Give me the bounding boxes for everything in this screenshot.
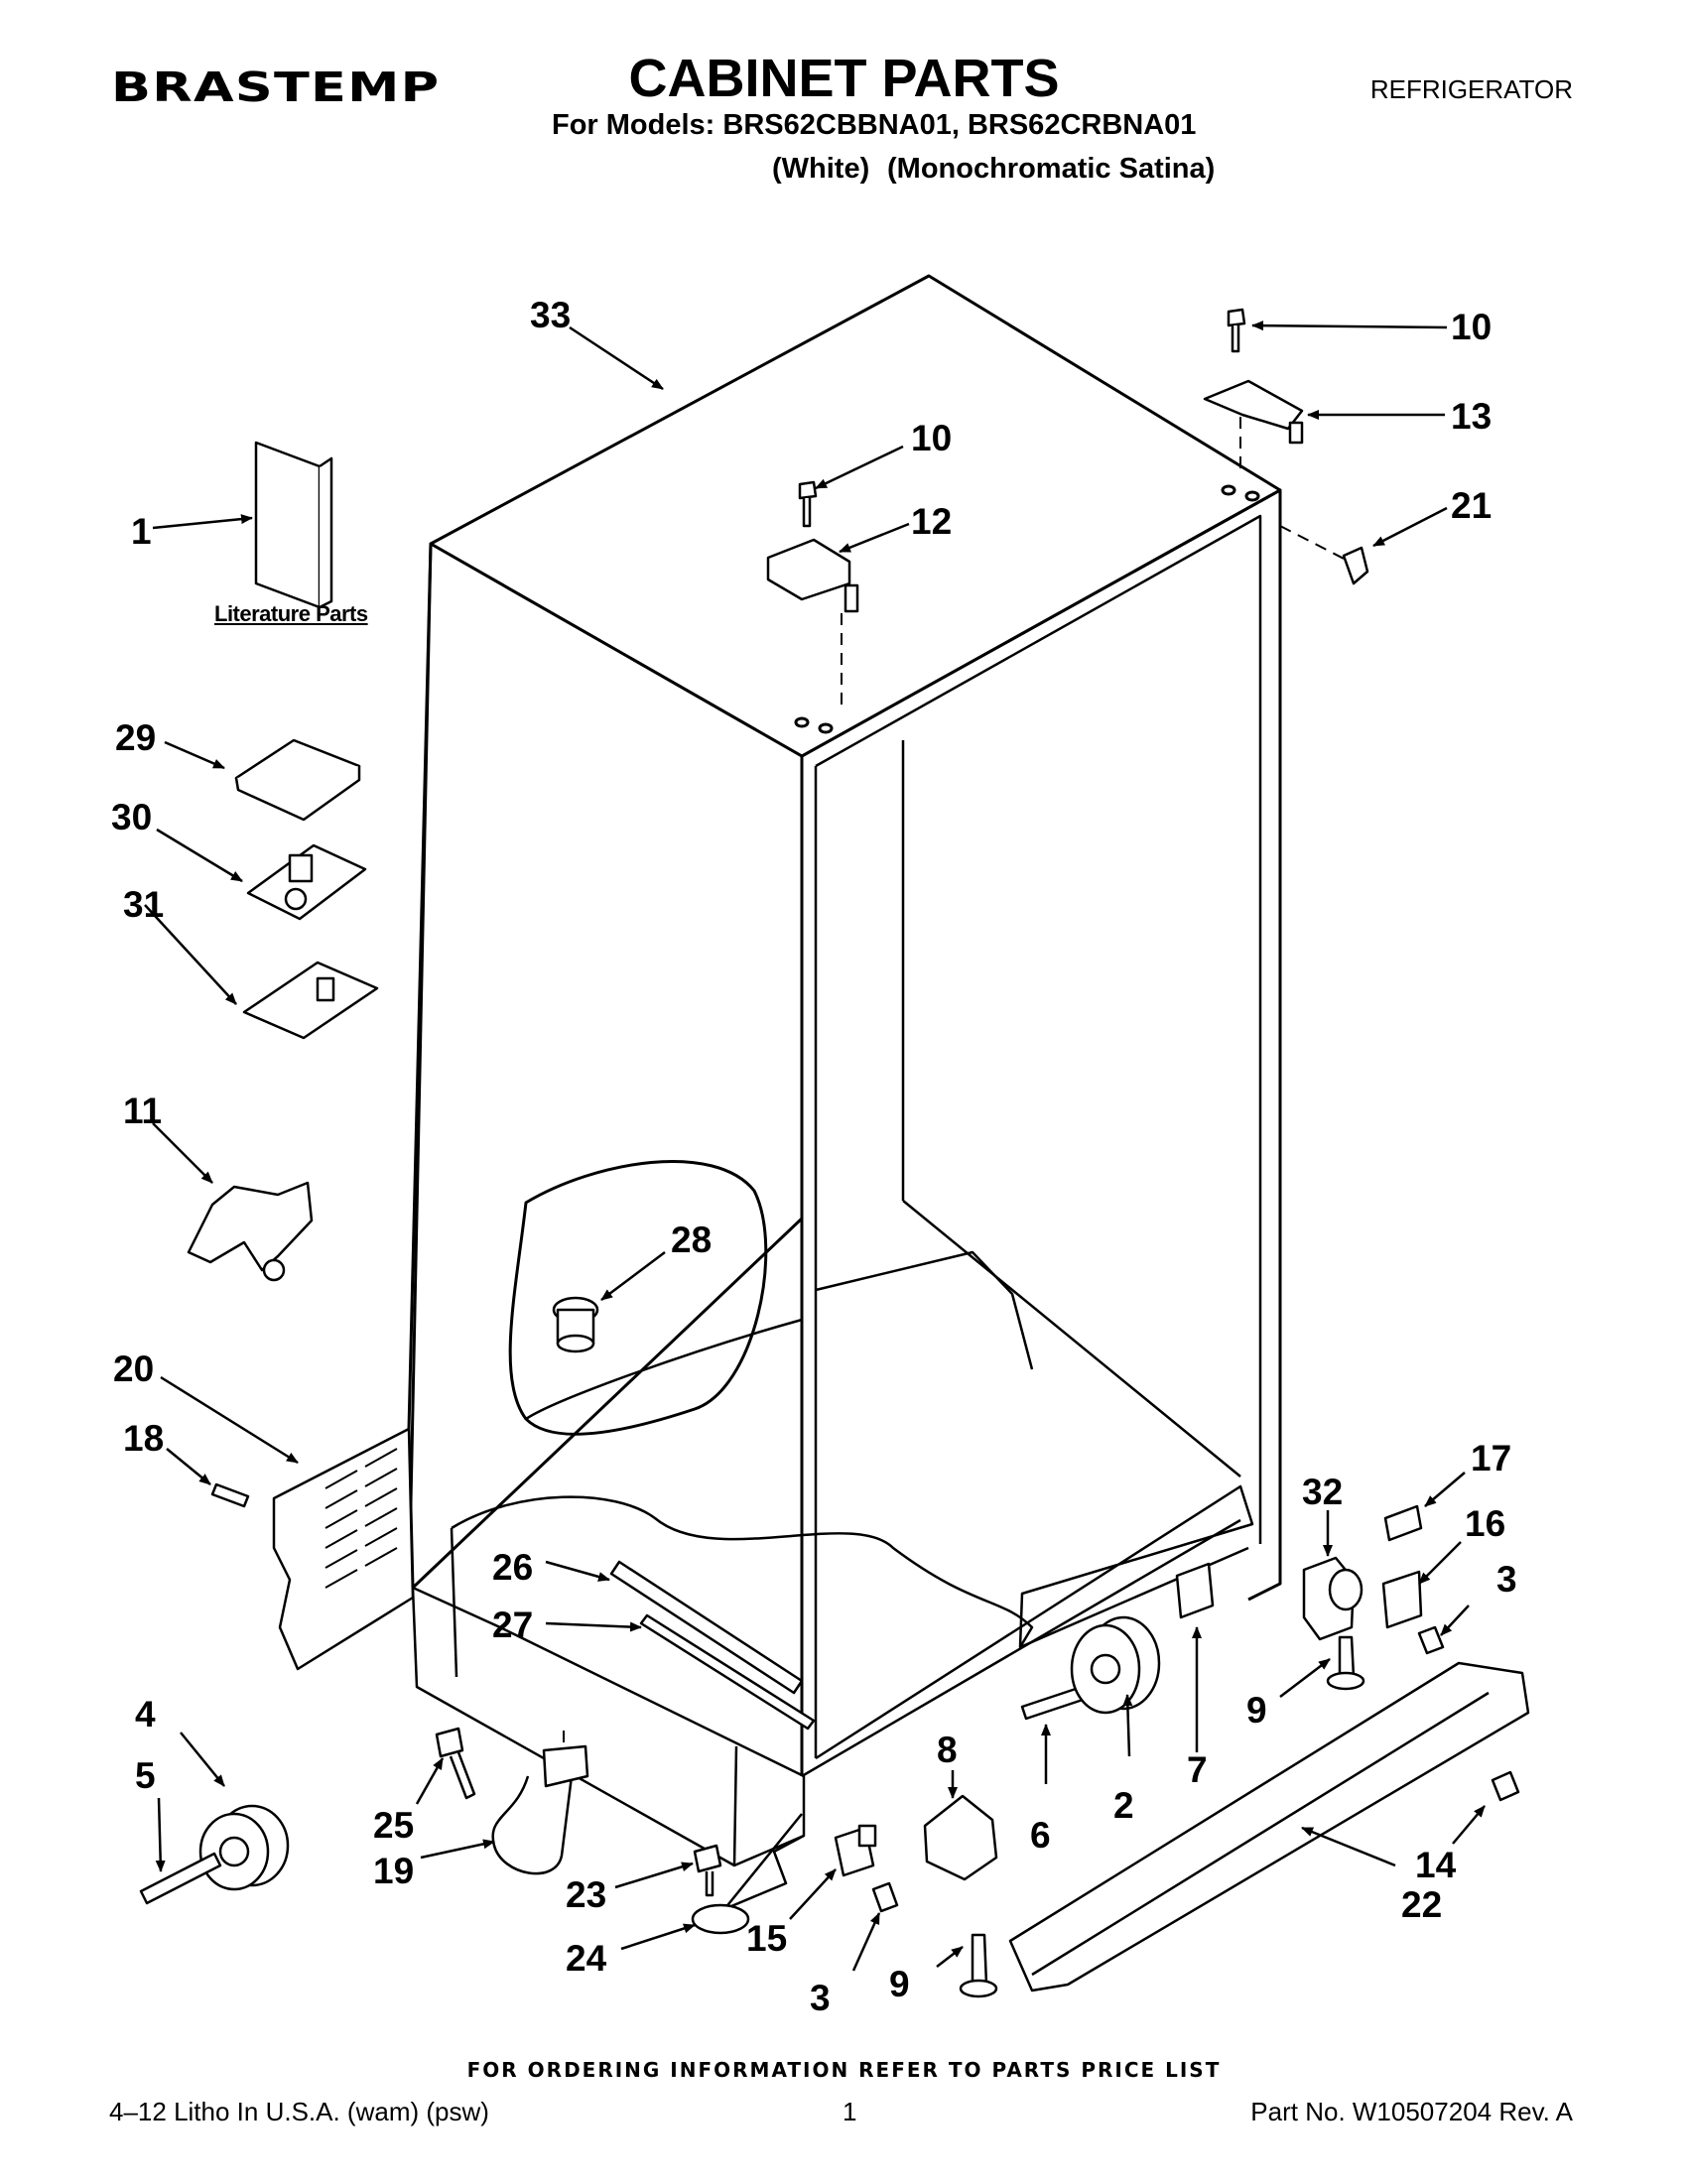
- callout-15: 15: [746, 1918, 787, 1959]
- callout-9-lower: 9: [889, 1964, 910, 2004]
- callout-13: 13: [1451, 396, 1492, 437]
- callout-numbers: 33 10 13 1 10 12 21 29 30 31 11 28 20 18…: [111, 295, 1517, 2018]
- callout-3-lower: 3: [810, 1978, 831, 2018]
- callout-32: 32: [1302, 1472, 1343, 1512]
- callout-3-right: 3: [1496, 1559, 1517, 1600]
- ordering-notice: FOR ORDERING INFORMATION REFER TO PARTS …: [466, 2058, 1222, 2082]
- callout-12: 12: [911, 501, 952, 542]
- callout-2: 2: [1113, 1785, 1134, 1826]
- callout-17: 17: [1471, 1438, 1511, 1478]
- litho-info: 4–12 Litho In U.S.A. (wam) (psw): [109, 2097, 489, 2126]
- callout-30: 30: [111, 797, 152, 837]
- callout-14: 14: [1415, 1845, 1457, 1885]
- callout-9-upper: 9: [1246, 1690, 1267, 1731]
- callout-29: 29: [115, 717, 156, 758]
- leader-lines: [144, 321, 1486, 1972]
- brand-logo: BRASTEMP: [111, 64, 441, 111]
- callout-4: 4: [135, 1694, 156, 1734]
- callout-6: 6: [1030, 1815, 1051, 1856]
- callout-7: 7: [1187, 1749, 1208, 1790]
- callout-20: 20: [113, 1349, 154, 1389]
- callout-23: 23: [566, 1874, 606, 1915]
- callout-19: 19: [373, 1851, 414, 1891]
- callout-27: 27: [492, 1605, 533, 1645]
- callout-28: 28: [671, 1220, 712, 1260]
- variant-satina: (Monochromatic Satina): [887, 153, 1216, 185]
- part-number: Part No. W10507204 Rev. A: [1250, 2097, 1573, 2126]
- callout-22: 22: [1401, 1884, 1442, 1925]
- callout-24: 24: [566, 1938, 607, 1979]
- callout-26: 26: [492, 1547, 533, 1588]
- callout-8: 8: [937, 1730, 958, 1770]
- cabinet-drawing: [407, 274, 1351, 1911]
- callout-10-top: 10: [1451, 307, 1492, 347]
- callout-21: 21: [1451, 485, 1492, 526]
- callout-25: 25: [373, 1805, 414, 1846]
- literature-parts-label: Literature Parts: [214, 601, 368, 626]
- callout-10: 10: [911, 418, 952, 458]
- parts-drawings: [139, 308, 1530, 1998]
- callout-11: 11: [123, 1091, 162, 1131]
- models-line: For Models: BRS62CBBNA01, BRS62CRBNA01: [552, 109, 1197, 141]
- callout-18: 18: [123, 1418, 164, 1459]
- callout-5: 5: [135, 1755, 156, 1796]
- callout-1: 1: [131, 511, 152, 552]
- callout-16: 16: [1465, 1503, 1505, 1544]
- page-title: CABINET PARTS: [628, 49, 1060, 108]
- callout-33: 33: [530, 295, 571, 335]
- category-label: REFRIGERATOR: [1369, 74, 1573, 104]
- variant-white: (White): [772, 153, 870, 185]
- page-number: 1: [843, 2097, 857, 2126]
- callout-31: 31: [123, 884, 164, 925]
